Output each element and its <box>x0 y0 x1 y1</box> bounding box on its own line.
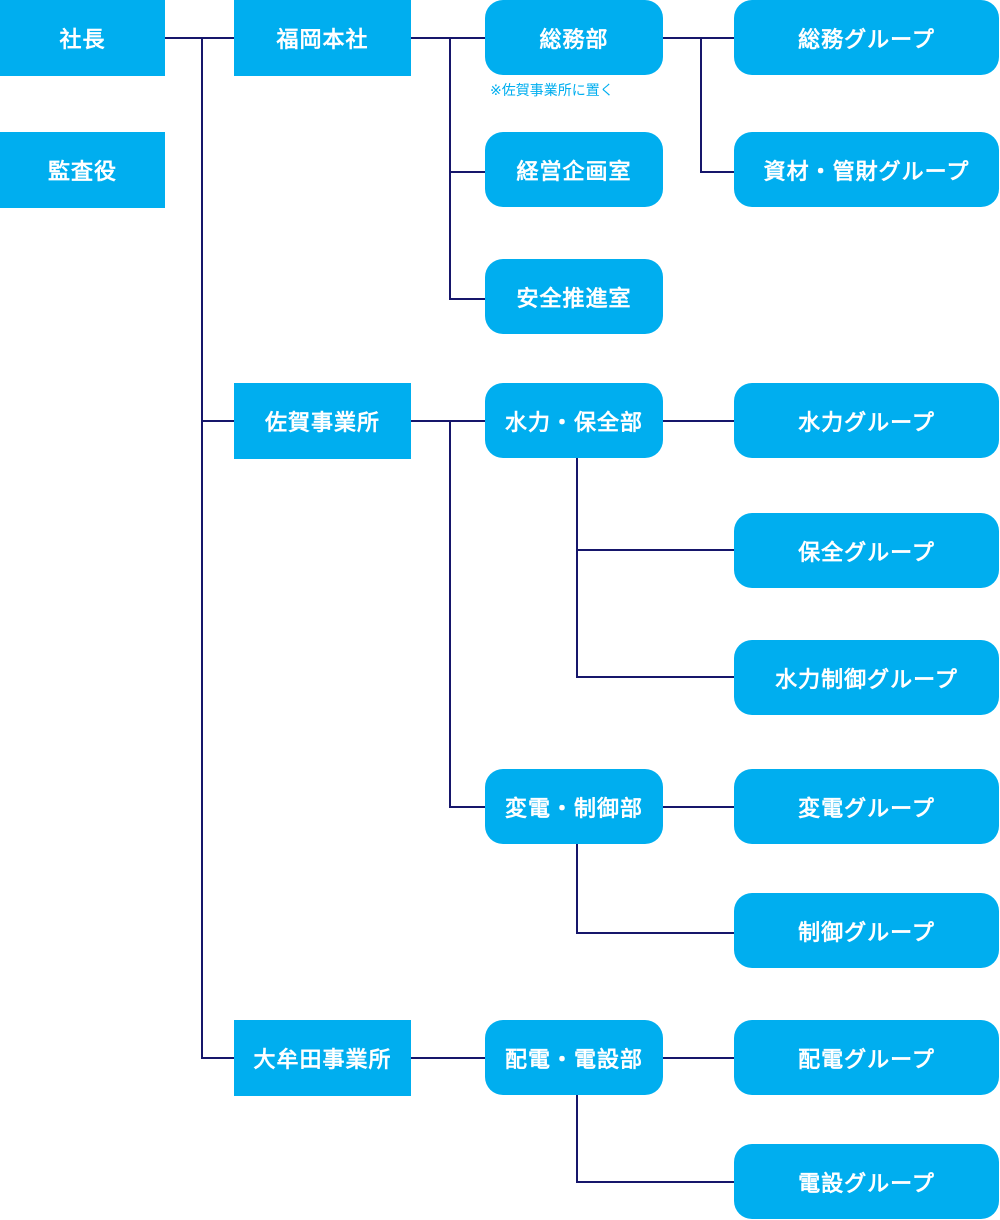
omuta-office-box: 大牟田事業所 <box>234 1020 411 1096</box>
substation-group-box: 変電グループ <box>734 769 999 844</box>
substation-control-dept-box: 変電・制御部 <box>485 769 663 844</box>
hydro-control-group-label: 水力制御グループ <box>775 667 958 693</box>
president-label: 社長 <box>59 28 106 53</box>
hydro-group-box: 水力グループ <box>734 383 999 458</box>
substation-group-label: 変電グループ <box>798 796 935 822</box>
control-group-box: 制御グループ <box>734 893 999 968</box>
safety-promotion-office-box: 安全推進室 <box>485 259 663 334</box>
electrical-group-label: 電設グループ <box>798 1171 935 1197</box>
electrical-group-box: 電設グループ <box>734 1144 999 1219</box>
materials-property-group-label: 資材・管財グループ <box>763 159 970 185</box>
omuta-office-label: 大牟田事業所 <box>253 1048 392 1073</box>
saga-office-box: 佐賀事業所 <box>234 383 411 459</box>
general-affairs-group-label: 総務グループ <box>798 27 935 53</box>
management-planning-office-label: 経営企画室 <box>516 159 632 185</box>
fukuoka-hq-label: 福岡本社 <box>276 28 369 53</box>
safety-promotion-office-label: 安全推進室 <box>516 286 632 312</box>
substation-control-dept-label: 変電・制御部 <box>504 796 643 822</box>
management-planning-office-box: 経営企画室 <box>485 132 663 207</box>
hydro-maintenance-dept-label: 水力・保全部 <box>504 410 643 436</box>
president-box: 社長 <box>0 0 165 76</box>
auditor-box: 監査役 <box>0 132 165 208</box>
auditor-label: 監査役 <box>47 160 117 185</box>
fukuoka-hq-box: 福岡本社 <box>234 0 411 76</box>
hydro-control-group-box: 水力制御グループ <box>734 640 999 715</box>
distribution-group-box: 配電グループ <box>734 1020 999 1095</box>
control-group-label: 制御グループ <box>798 920 935 946</box>
general-affairs-dept-label: 総務部 <box>539 27 609 53</box>
saga-office-label: 佐賀事業所 <box>264 411 380 436</box>
general-affairs-dept-box: 総務部 <box>485 0 663 75</box>
hydro-group-label: 水力グループ <box>798 410 935 436</box>
distribution-group-label: 配電グループ <box>798 1047 935 1073</box>
maintenance-group-box: 保全グループ <box>734 513 999 588</box>
hydro-maintenance-dept-box: 水力・保全部 <box>485 383 663 458</box>
distribution-electrical-dept-label: 配電・電設部 <box>504 1047 643 1073</box>
maintenance-group-label: 保全グループ <box>798 540 935 566</box>
general-affairs-location-note: ※佐賀事業所に置く <box>490 83 614 99</box>
distribution-electrical-dept-box: 配電・電設部 <box>485 1020 663 1095</box>
general-affairs-group-box: 総務グループ <box>734 0 999 75</box>
materials-property-group-box: 資材・管財グループ <box>734 132 999 207</box>
